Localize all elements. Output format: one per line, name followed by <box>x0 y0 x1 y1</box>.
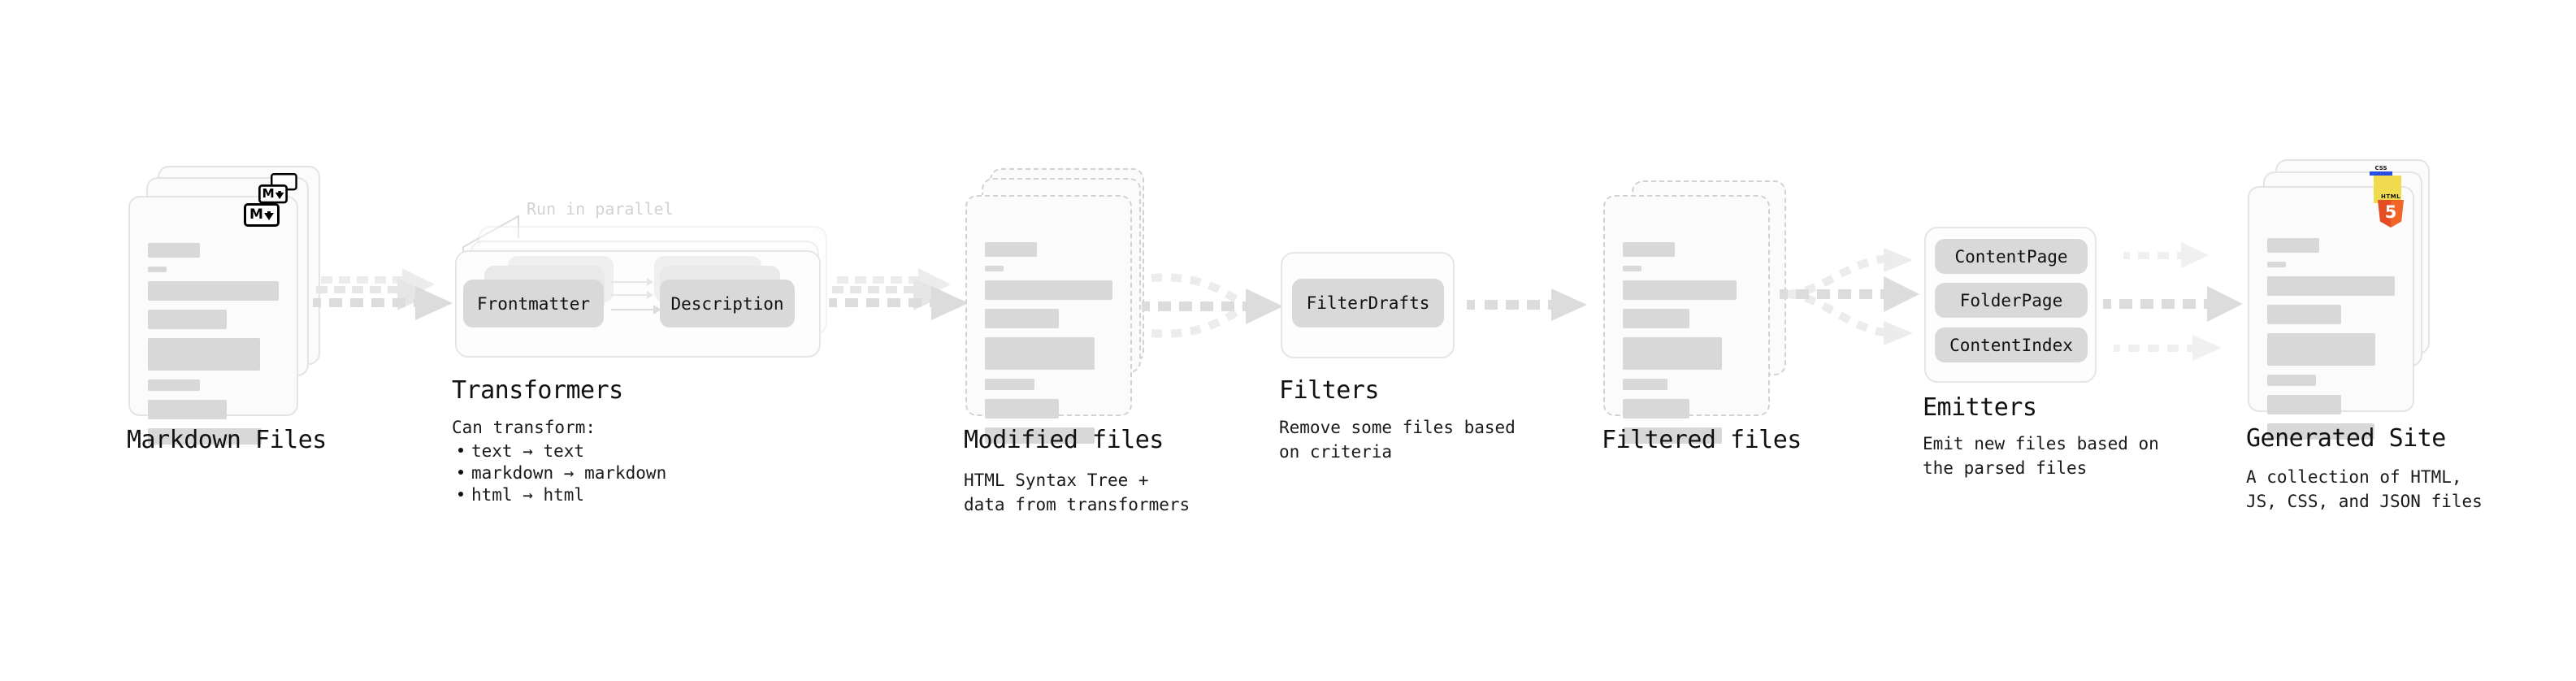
stage-subtitle-filters: Remove some files based on criteria <box>1279 418 1516 462</box>
html5-logo-five: 5 <box>2384 202 2397 222</box>
transformers-list-intro: Can transform: <box>452 418 596 437</box>
connector-modified-to-filters <box>1142 273 1283 338</box>
transformers-bullet-0 <box>458 448 463 453</box>
emitter-pill-contentpage[interactable]: ContentPage <box>1935 239 2088 274</box>
transformer-pill-description[interactable]: Description <box>660 280 795 327</box>
transformers-list-item-1: markdown → markdown <box>471 463 667 483</box>
connector-md-to-transformers <box>313 268 453 320</box>
markdown-logo-arrow <box>263 211 274 220</box>
transformers-bullet-1 <box>458 470 463 475</box>
javascript-logo <box>2374 176 2401 203</box>
html5-logo: HTML 5 <box>2377 193 2405 228</box>
stage-title-transformers: Transformers <box>452 376 623 405</box>
skeleton-bars <box>1623 242 1750 453</box>
modified-card-front <box>965 195 1132 444</box>
markdown-logo-mid: M <box>258 184 288 204</box>
transformers-list-item-2: html → html <box>471 485 585 505</box>
skeleton-bars <box>985 242 1112 453</box>
stage-title-markdown-files: Markdown Files <box>127 426 327 454</box>
markdown-card-front <box>128 196 298 445</box>
emitter-pill-folderpage[interactable]: FolderPage <box>1935 283 2088 318</box>
css-logo-text: CSS <box>2374 165 2387 171</box>
stage-subtitle-modified-files: HTML Syntax Tree + data from transformer… <box>964 471 1190 514</box>
connector-filtered-to-emitters <box>1780 248 1919 345</box>
stage-title-filters: Filters <box>1279 376 1379 405</box>
stage-title-modified-files: Modified files <box>964 426 1164 454</box>
markdown-logo-letter: M <box>249 206 263 223</box>
filter-pill-filterdrafts[interactable]: FilterDrafts <box>1292 279 1444 327</box>
html5-logo-text: HTML <box>2380 193 2401 200</box>
skeleton-bars <box>2267 238 2395 449</box>
transformers-bullet-2 <box>458 492 463 497</box>
transformer-inner-arrows <box>611 278 661 314</box>
connector-transformers-to-modified <box>829 268 969 320</box>
stage-subtitle-generated-site: A collection of HTML, JS, CSS, and JSON … <box>2246 467 2483 511</box>
skeleton-bars <box>148 243 279 453</box>
html5-logo-shield: 5 <box>2378 200 2404 228</box>
stage-title-generated-site: Generated Site <box>2246 424 2446 453</box>
markdown-logo-arrow <box>275 190 284 199</box>
css-logo-bar <box>2370 171 2392 176</box>
run-in-parallel-label: Run in parallel <box>527 199 674 219</box>
transformer-pill-frontmatter[interactable]: Frontmatter <box>463 280 604 327</box>
stage-subtitle-emitters: Emit new files based on the parsed files <box>1923 434 2159 478</box>
filtered-card-front <box>1603 195 1770 444</box>
markdown-logo-letter: M <box>262 186 275 202</box>
transformers-list-item-0: text → text <box>471 441 585 461</box>
markdown-logo-front: M <box>244 203 280 227</box>
emitter-pill-contentindex[interactable]: ContentIndex <box>1935 327 2088 362</box>
css3-logo: CSS <box>2369 159 2393 176</box>
connector-filters-to-filtered <box>1467 288 1587 321</box>
stage-title-emitters: Emitters <box>1923 393 2037 422</box>
connector-emitters-to-site <box>2103 242 2243 361</box>
stage-title-filtered-files: Filtered files <box>1602 426 1802 454</box>
